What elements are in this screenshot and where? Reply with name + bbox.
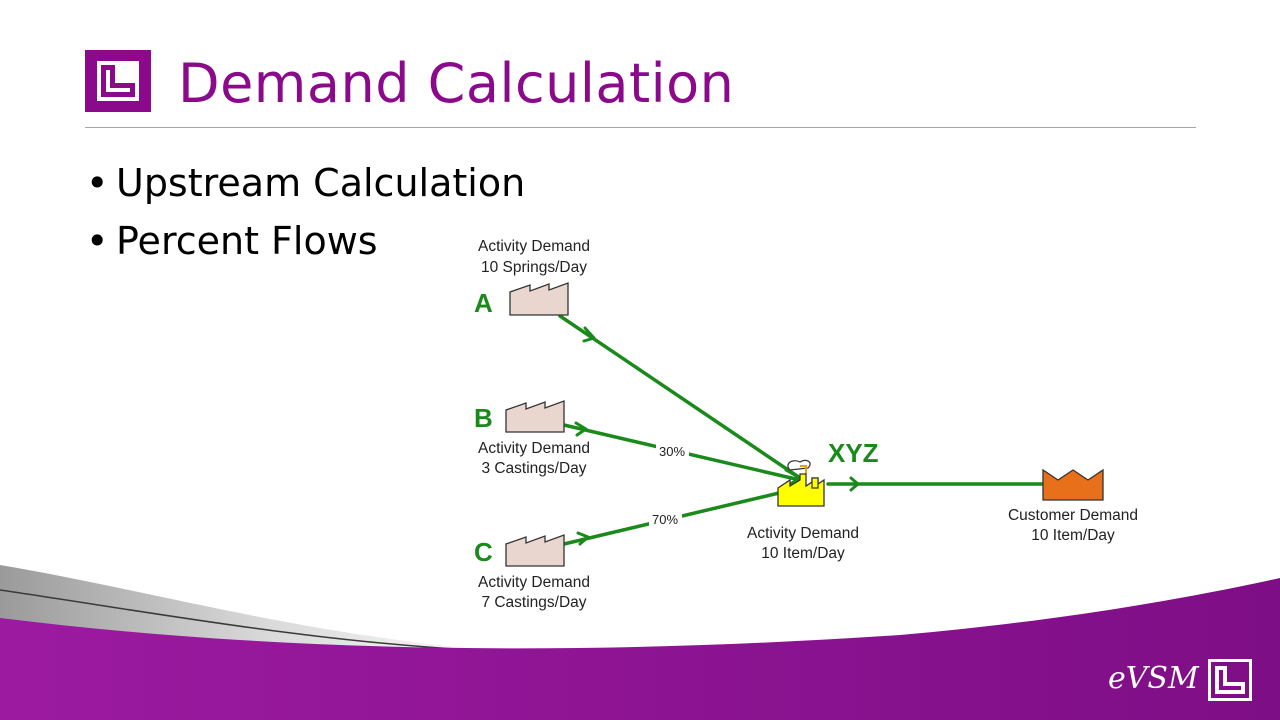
grey-swoosh (0, 565, 520, 652)
flow-line-a (558, 314, 802, 480)
supplier-b-demand-value: 3 Castings/Day (481, 460, 586, 477)
evsm-logo (85, 50, 151, 112)
process-factory-icon[interactable] (777, 459, 825, 507)
supplier-a-demand-value: 10 Springs/Day (481, 259, 587, 276)
footer-logo-icon (1208, 659, 1252, 701)
arrow-icon (849, 476, 860, 492)
title-divider (85, 127, 1196, 128)
purple-swoosh (0, 578, 1280, 720)
customer-demand-label: Customer Demand (1008, 507, 1138, 524)
bullet-item: •Percent Flows (86, 218, 525, 276)
supplier-c-letter: C (474, 537, 493, 567)
arrow-icon (582, 326, 596, 343)
process-name: XYZ (828, 438, 879, 468)
arrow-icon (574, 421, 588, 437)
bullet-list: •Upstream Calculation •Percent Flows (86, 160, 525, 276)
supplier-b-letter: B (474, 403, 493, 433)
customer-demand-value: 10 Item/Day (1031, 527, 1115, 544)
flow-c-percent-bg (649, 511, 682, 527)
logo-inner (97, 61, 139, 101)
bullet-text: Percent Flows (116, 219, 378, 263)
flow-b-percent: 30% (659, 444, 685, 459)
supplier-b-factory-icon[interactable] (505, 400, 565, 433)
bullet-item: •Upstream Calculation (86, 160, 525, 218)
process-demand-value: 10 Item/Day (761, 545, 845, 562)
supplier-a-demand-label: Activity Demand (478, 238, 590, 255)
logo-mark-icon (101, 65, 135, 97)
process-demand-label: Activity Demand (747, 525, 859, 542)
flow-c-percent: 70% (652, 512, 678, 527)
bullet-dot-icon: • (86, 219, 109, 263)
supplier-c-factory-icon[interactable] (505, 534, 565, 567)
flow-b-percent-bg (656, 443, 689, 459)
bullet-text: Upstream Calculation (116, 161, 526, 205)
footer-brand: eVSM (1108, 661, 1199, 696)
supplier-b-demand-label: Activity Demand (478, 440, 590, 457)
supplier-c-demand-label: Activity Demand (478, 574, 590, 591)
supplier-a-letter: A (474, 288, 493, 318)
arrow-icon (576, 531, 590, 546)
supplier-a-factory-icon[interactable] (509, 282, 569, 316)
supplier-c-demand-value: 7 Castings/Day (481, 594, 586, 611)
customer-icon[interactable] (1042, 468, 1104, 501)
swoosh-line (0, 589, 471, 651)
bullet-dot-icon: • (86, 161, 109, 205)
page-title: Demand Calculation (178, 52, 735, 115)
